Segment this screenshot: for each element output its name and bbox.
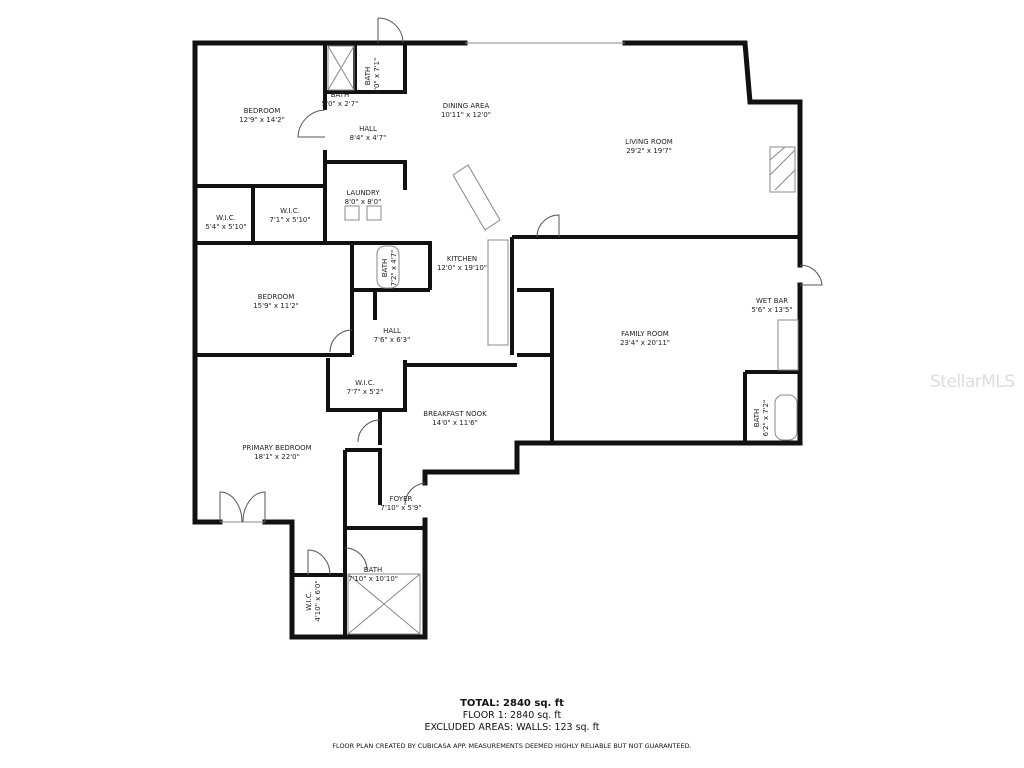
room-name: W.I.C. — [305, 591, 313, 611]
room-name: HALL — [359, 125, 377, 133]
shower-icon — [327, 45, 355, 91]
room-size: 7'7" x 5'2" — [346, 388, 384, 396]
room-name: BATH — [753, 408, 761, 428]
room-name: FAMILY ROOM — [621, 330, 669, 338]
room-wic-2: W.I.C.7'1" x 5'10" — [269, 207, 310, 225]
room-size: 5'6" x 13'5" — [751, 306, 793, 314]
room-name: LAUNDRY — [346, 189, 380, 197]
room-size: 4'10" x 6'0" — [314, 580, 322, 622]
room-size: 29'2" x 19'7" — [626, 147, 672, 155]
room-size: 7'6" x 6'3" — [373, 336, 411, 344]
wet-bar-counter-icon — [777, 319, 799, 371]
room-name: BATH — [364, 66, 372, 86]
kitchen-counter-icon — [487, 239, 509, 346]
room-name: W.I.C. — [355, 379, 375, 387]
room-size: 7'1" x 5'10" — [269, 216, 311, 224]
room-name: WET BAR — [755, 297, 789, 305]
watermark-logo: StellarMLS — [930, 372, 1015, 392]
room-name: BATH — [330, 91, 350, 99]
room-name: BREAKFAST NOOK — [423, 410, 487, 418]
exterior-walls — [192, 40, 803, 640]
doors — [219, 17, 823, 576]
washer-icon — [344, 205, 360, 221]
bathtub-icon — [376, 245, 400, 289]
shower-icon — [347, 573, 421, 635]
room-size: 8'0" x 7'1" — [373, 57, 381, 95]
room-size: 23'4" x 20'11" — [619, 339, 671, 347]
room-name: PRIMARY BEDROOM — [242, 444, 312, 452]
room-size: 14'0" x 11'6" — [432, 419, 478, 427]
bathtub-icon — [774, 394, 798, 441]
room-name: LIVING ROOM — [625, 138, 673, 146]
kitchen-island-icon — [452, 164, 501, 231]
room-size: 8'4" x 4'7" — [349, 134, 387, 142]
room-size: 10'11" x 12'0" — [440, 111, 492, 119]
room-name: KITCHEN — [446, 255, 478, 263]
room-wic-4: W.I.C.4'10" x 6'0" — [305, 580, 323, 621]
floor-area: FLOOR 1: 2840 sq. ft — [462, 710, 562, 721]
dryer-icon — [366, 205, 382, 221]
room-size: 5'0" x 2'7" — [321, 100, 359, 108]
room-size: 12'9" x 14'2" — [239, 116, 285, 124]
room-name: W.I.C. — [216, 214, 236, 222]
room-name: HALL — [383, 327, 401, 335]
room-size: 12'0" x 19'10" — [436, 264, 488, 272]
fixtures — [327, 45, 799, 635]
room-name: BATH — [381, 258, 389, 278]
room-wic-3: W.I.C.7'7" x 5'2" — [347, 379, 384, 397]
room-size: 5'4" x 5'10" — [205, 223, 247, 231]
room-name: DINING AREA — [442, 102, 490, 110]
room-size: 15'9" x 11'2" — [253, 302, 299, 310]
room-size: 7'2" x 4'7" — [390, 249, 398, 287]
room-name: BATH — [363, 566, 383, 574]
room-size: 7'10" x 10'10" — [347, 575, 399, 583]
interior-walls — [195, 43, 800, 637]
room-size: 18'1" x 22'0" — [254, 453, 300, 461]
room-name: BEDROOM — [257, 293, 295, 301]
room-name: BEDROOM — [243, 107, 281, 115]
room-name: W.I.C. — [280, 207, 300, 215]
excluded-area: EXCLUDED AREAS: WALLS: 123 sq. ft — [424, 722, 600, 733]
fireplace-icon — [769, 146, 796, 193]
room-size: 8'0" x 8'0" — [344, 198, 382, 206]
room-size: 6'2" x 7'2" — [762, 399, 770, 437]
total-area: TOTAL: 2840 sq. ft — [460, 698, 564, 709]
room-wic-1: W.I.C.5'4" x 5'10" — [205, 214, 246, 232]
room-name: FOYER — [389, 495, 413, 503]
room-size: 7'10" x 5'9" — [380, 504, 422, 512]
disclaimer: FLOOR PLAN CREATED BY CUBICASA APP. MEAS… — [332, 742, 692, 750]
